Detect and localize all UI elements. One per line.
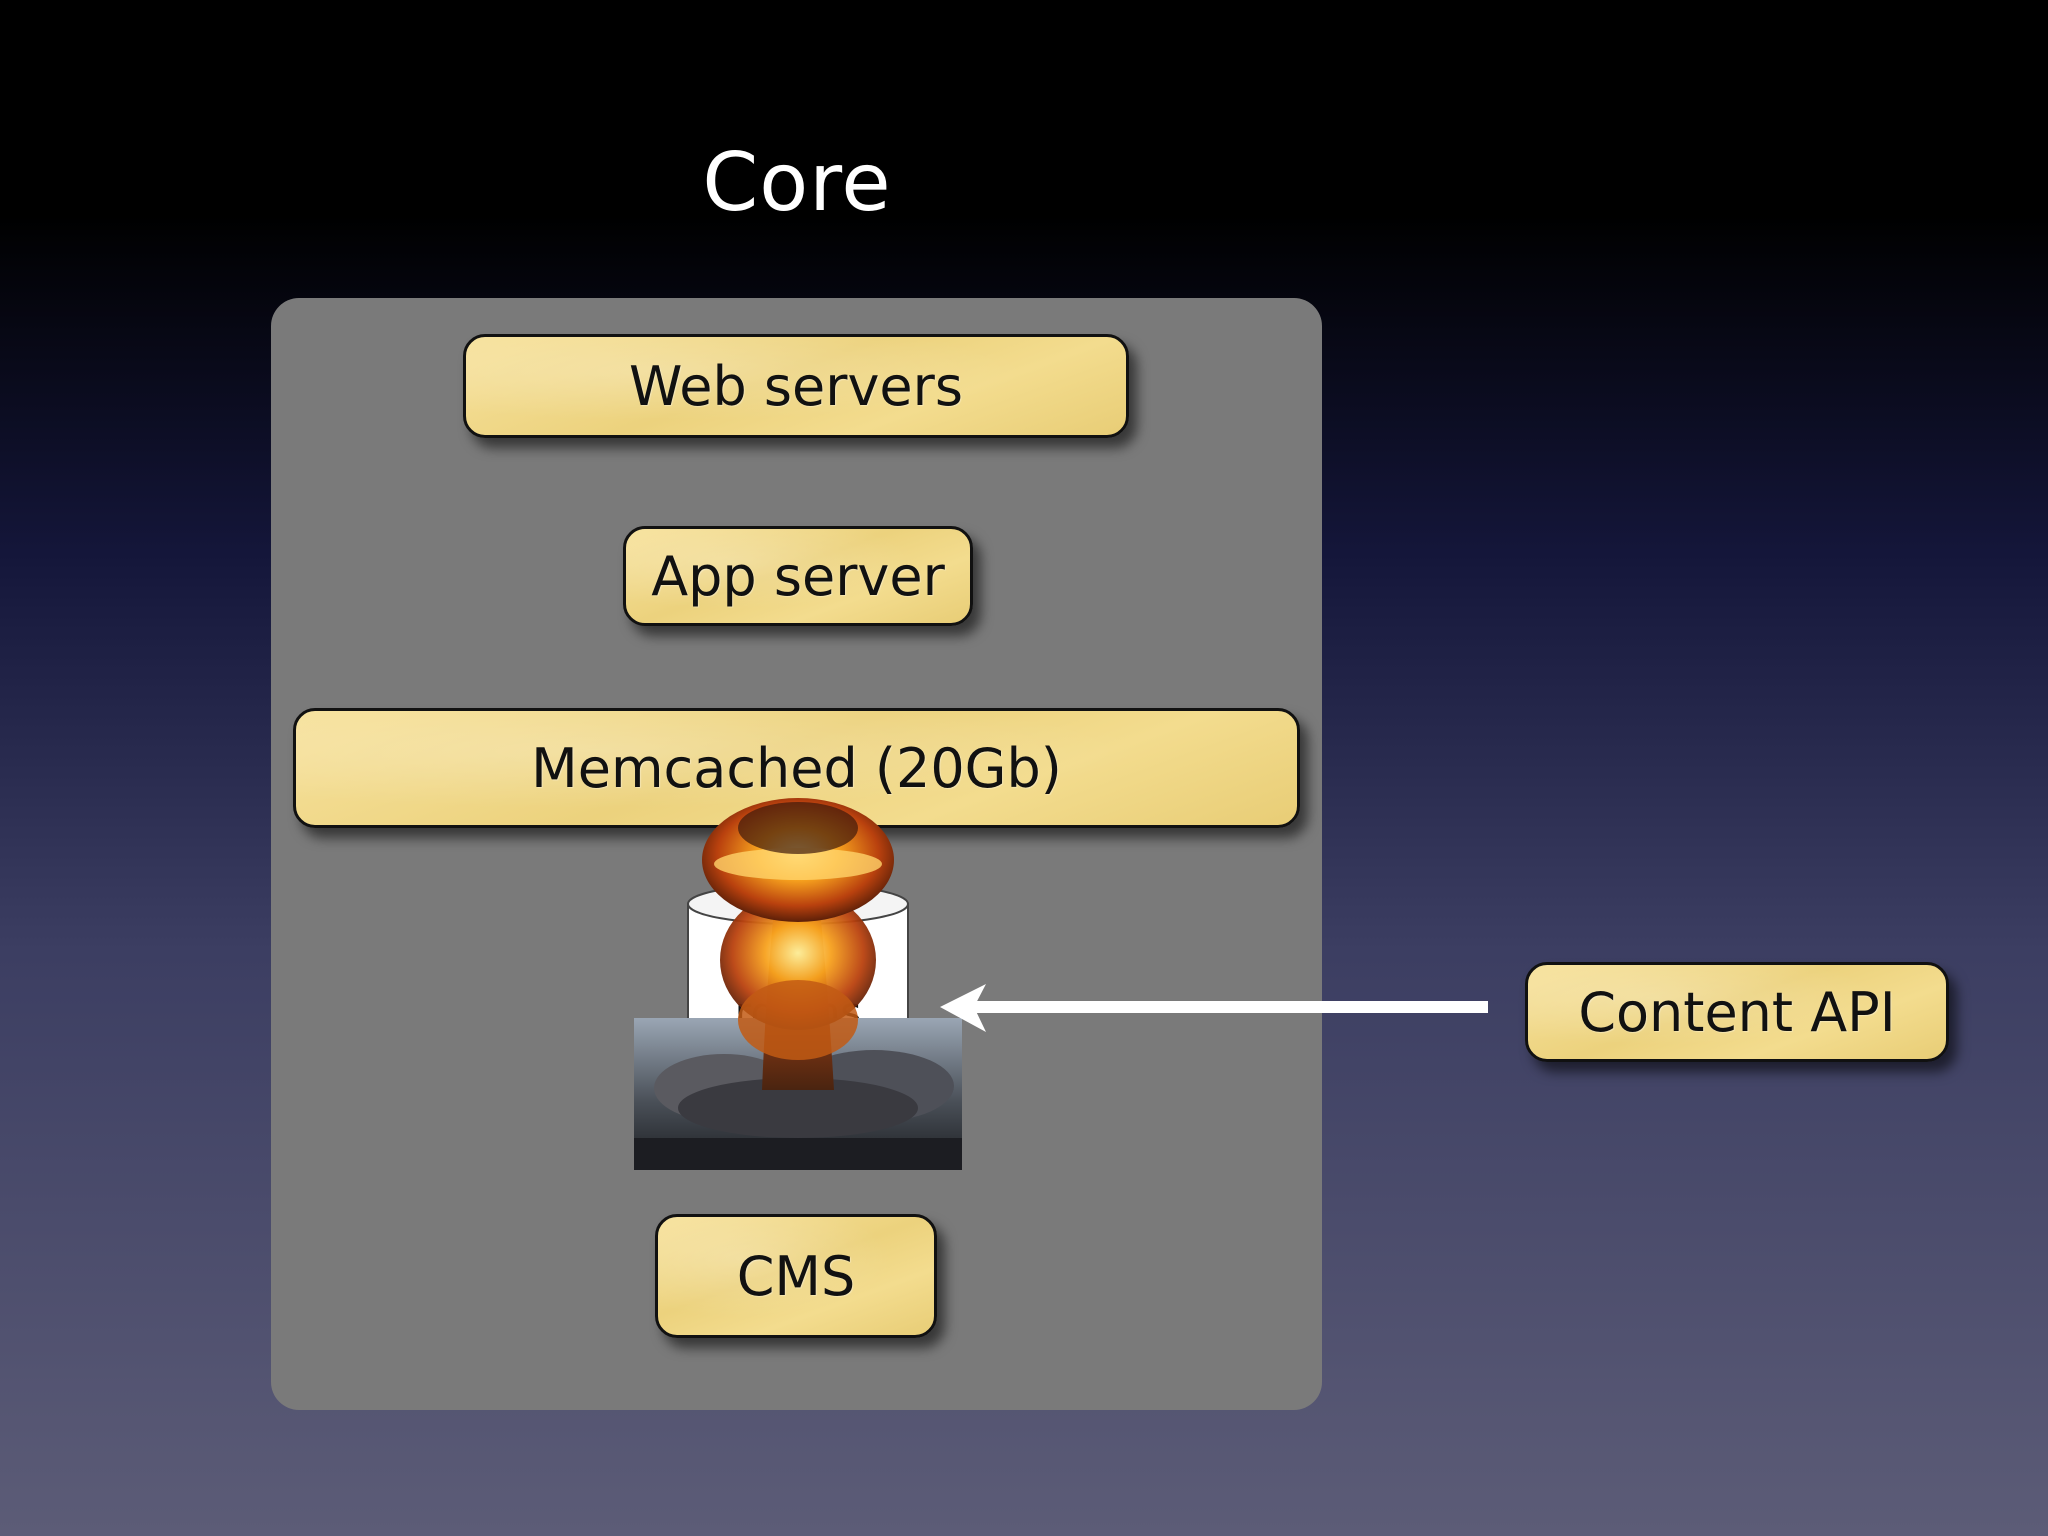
mushroom-cloud-explosion-icon bbox=[634, 798, 962, 1170]
app-server-box: App server bbox=[623, 526, 973, 626]
content-api-to-database-arrow bbox=[940, 984, 1488, 1032]
memcached-box: Memcached (20Gb) bbox=[293, 708, 1300, 828]
web-servers-box: Web servers bbox=[463, 334, 1129, 438]
content-api-box: Content API bbox=[1525, 962, 1949, 1062]
slide-title: Core bbox=[702, 136, 892, 229]
cms-box: CMS bbox=[655, 1214, 937, 1338]
